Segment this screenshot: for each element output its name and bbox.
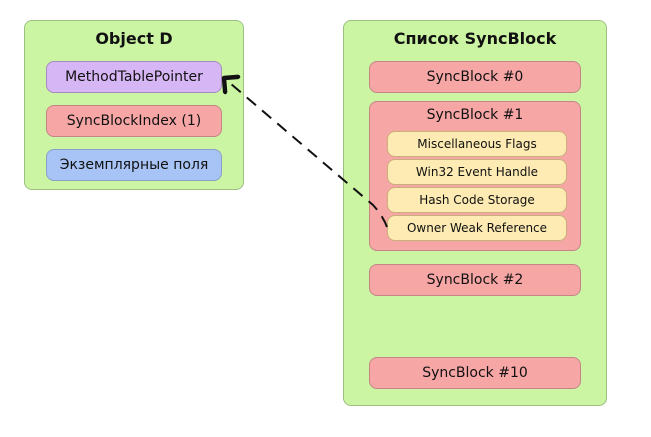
syncblock-2: SyncBlock #2 bbox=[369, 264, 581, 296]
syncblock-10: SyncBlock #10 bbox=[369, 357, 581, 389]
instance-fields-field: Экземплярные поля bbox=[46, 149, 222, 181]
miscellaneous-flags-entry: Miscellaneous Flags bbox=[387, 131, 567, 157]
syncblock-1-title: SyncBlock #1 bbox=[426, 107, 524, 123]
object-d-panel: Object D MethodTablePointer SyncBlockInd… bbox=[24, 20, 244, 190]
syncblock-1: SyncBlock #1 Miscellaneous Flags Win32 E… bbox=[369, 101, 581, 251]
sync-block-index-field: SyncBlockIndex (1) bbox=[46, 105, 222, 137]
syncblock-0: SyncBlock #0 bbox=[369, 61, 581, 93]
syncblock-list-panel: Список SyncBlock SyncBlock #0 SyncBlock … bbox=[343, 20, 607, 406]
object-d-title: Object D bbox=[95, 29, 173, 48]
method-table-pointer-field: MethodTablePointer bbox=[46, 61, 222, 93]
win32-event-handle-entry: Win32 Event Handle bbox=[387, 159, 567, 185]
hash-code-storage-entry: Hash Code Storage bbox=[387, 187, 567, 213]
owner-weak-reference-entry: Owner Weak Reference bbox=[387, 215, 567, 241]
syncblock-list-title: Список SyncBlock bbox=[393, 29, 557, 48]
